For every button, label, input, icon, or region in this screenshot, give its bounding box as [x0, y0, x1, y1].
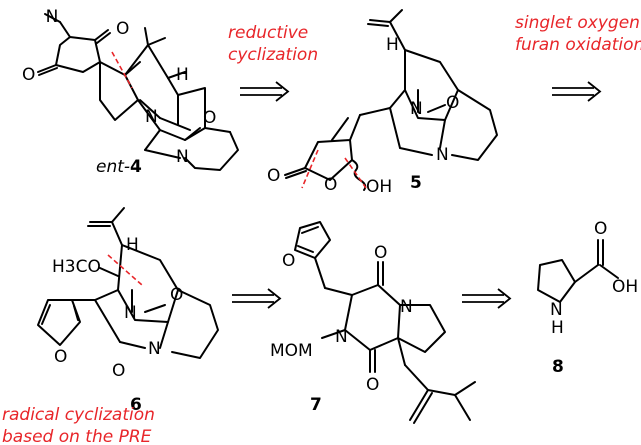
- compound-8-label: 8: [552, 357, 564, 377]
- c5-hydroxyl-label: OH: [366, 177, 392, 197]
- c6-furan-oxygen-label: O: [54, 347, 67, 367]
- c6-oxygen-amide-label: O: [170, 285, 183, 305]
- c5-oxygen-ring-label: O: [324, 175, 337, 195]
- c5-oxygen-amide-label: O: [446, 93, 459, 113]
- c5-oxygen-carbonyl-label: O: [267, 166, 280, 186]
- c7-oxygen-top-label: O: [374, 243, 387, 263]
- c8-nitrogen-label: N: [550, 300, 563, 320]
- c8-hydroxyl-label: OH: [612, 277, 638, 297]
- compound-6-label: 6: [130, 395, 142, 415]
- compound-ent-4-label: ent-4: [96, 157, 142, 177]
- c5-hydrogen-label: H: [386, 35, 399, 55]
- compound-ent-4-structure: [37, 13, 239, 171]
- retro-arrow-1: [240, 81, 290, 102]
- ent4-oxygen-left-label: O: [22, 65, 35, 85]
- ent4-oxygen-top-label: O: [116, 19, 129, 39]
- c8-nh-hydrogen-label: H: [551, 318, 564, 338]
- c6-methoxy-label: H3CO: [52, 257, 101, 277]
- retro-arrow-2: [552, 81, 602, 102]
- annotation-radical-line1: radical cyclization: [2, 405, 155, 425]
- c7-nitrogen-left-label: N: [335, 327, 348, 347]
- retro-arrow-4: [462, 288, 512, 309]
- annotation-reductive-line2: cyclization: [228, 45, 318, 65]
- compound-7-structure: [294, 221, 476, 424]
- retro-arrow-3: [232, 288, 282, 309]
- annotation-radical-line2: based on the PRE: [2, 427, 152, 445]
- c6-hydrogen-label: H: [126, 235, 139, 255]
- c7-oxygen-bottom-label: O: [366, 375, 379, 395]
- c7-furan-oxygen-label: O: [282, 251, 295, 271]
- compound-5-structure: [284, 9, 498, 191]
- ent4-oxygen-amide-label: O: [203, 108, 216, 128]
- ent4-hydrogen-label: H: [176, 65, 189, 85]
- c8-oxygen-label: O: [594, 219, 607, 239]
- c5-nitrogen-bottom-label: N: [436, 145, 449, 165]
- annotation-reductive-line1: reductive: [228, 23, 308, 43]
- c6-nitrogen-bottom-label: N: [148, 339, 161, 359]
- annotation-singlet-line2: furan oxidation: [515, 35, 641, 55]
- c6-oxygen-lactam-label: O: [112, 361, 125, 381]
- compound-6-structure: [37, 207, 219, 359]
- c7-nitrogen-right-label: N: [400, 297, 413, 317]
- c7-mom-label: MOM: [270, 341, 313, 361]
- ent4-nitrogen-label: N: [46, 7, 59, 27]
- ent4-nitrogen-mid-label: N: [145, 107, 158, 127]
- ent4-nitrogen-bottom-label: N: [176, 147, 189, 167]
- annotation-singlet-line1: singlet oxygen: [515, 13, 640, 33]
- compound-5-label: 5: [410, 173, 422, 193]
- compound-7-label: 7: [310, 395, 322, 415]
- c6-nitrogen-mid-label: N: [124, 303, 137, 323]
- c5-nitrogen-mid-label: N: [410, 99, 423, 119]
- compound-8-structure: [537, 239, 619, 303]
